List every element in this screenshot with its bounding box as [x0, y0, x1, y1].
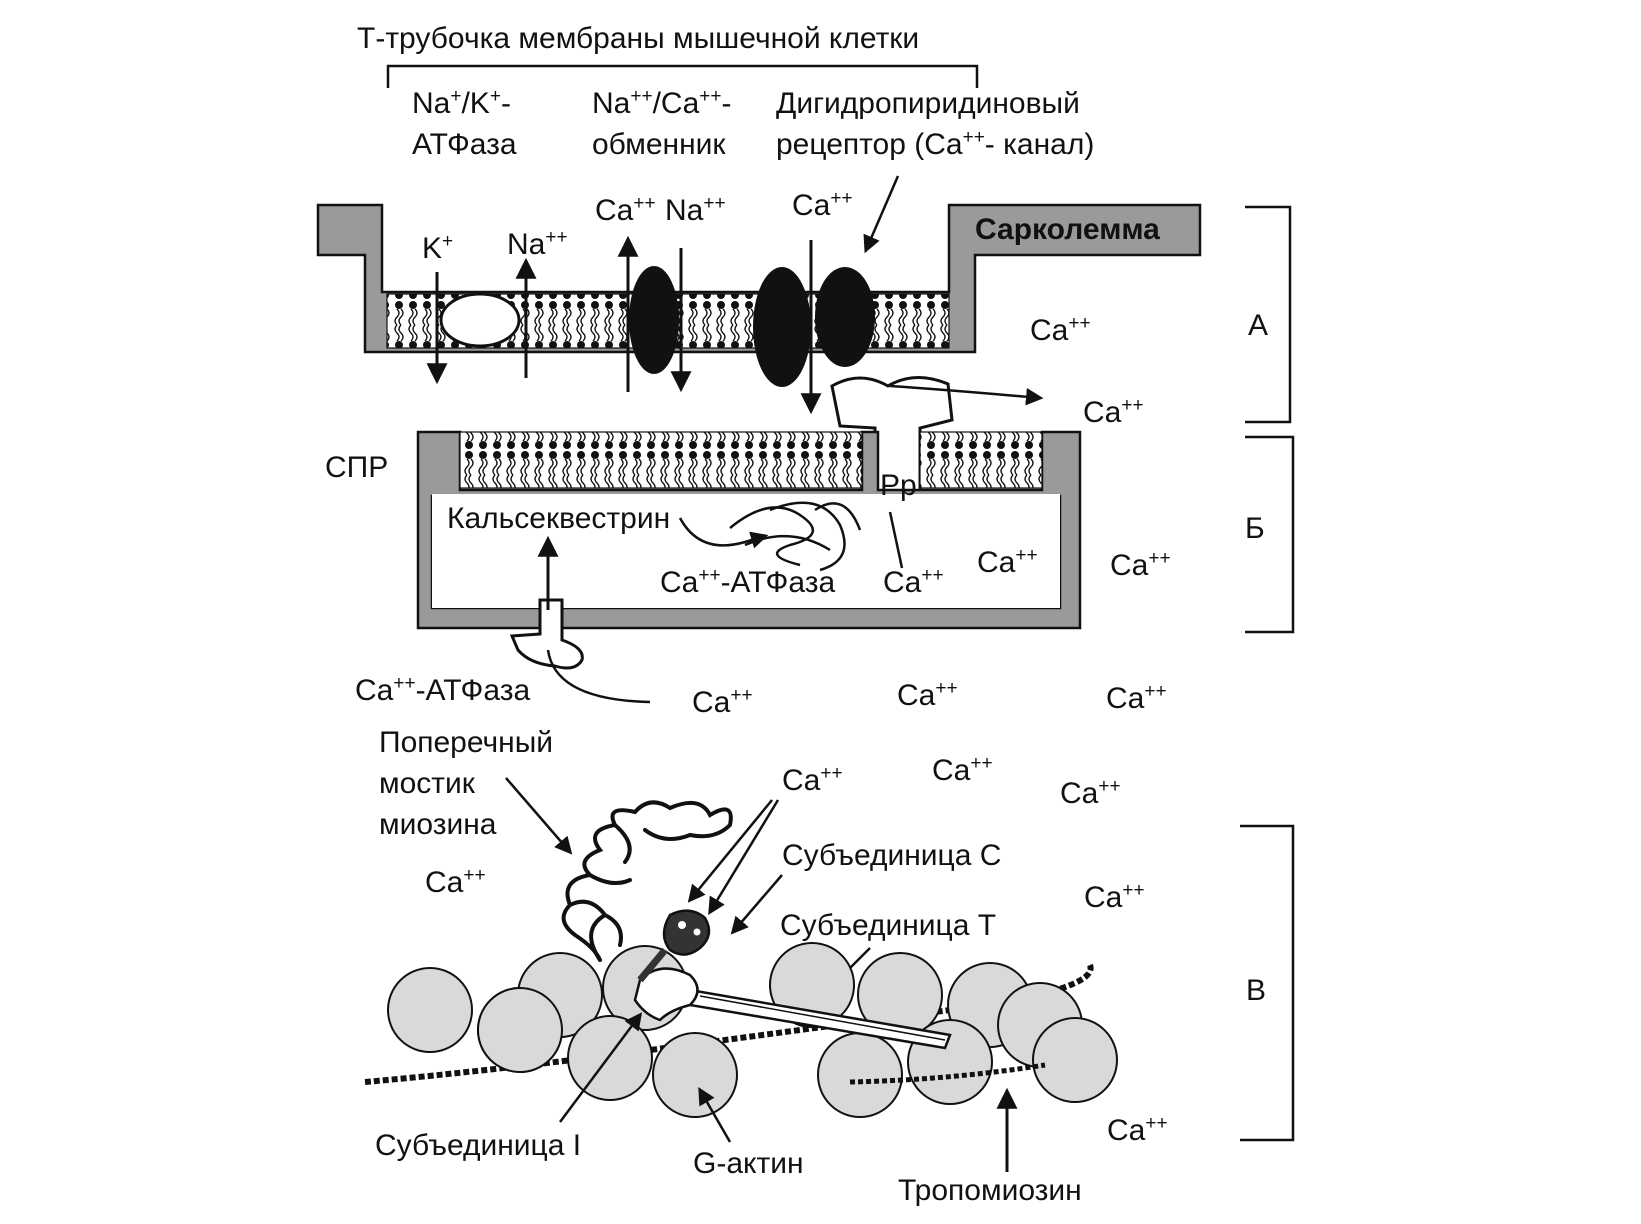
- sr-bilayer-left: [459, 431, 863, 489]
- rr-label: Pp: [880, 469, 917, 502]
- g-actin-bead: [387, 967, 473, 1053]
- rr-pointer-line: [888, 511, 904, 569]
- dhp-receptor-arrow: [863, 175, 900, 254]
- tropomyosin-strand-front: [849, 1062, 1046, 1085]
- subunit-i-arrow: [558, 1012, 643, 1123]
- diagram-title: Т-трубочка мембраны мышечной клетки: [357, 22, 919, 55]
- subunit-i-label: Субъединица I: [375, 1129, 581, 1162]
- spr-label: СПР: [325, 451, 388, 484]
- serca-outer-pump: [509, 598, 584, 670]
- ca-ion-label-c1: Ca++: [692, 685, 753, 719]
- g-actin-bead: [567, 1015, 653, 1101]
- ca-binding-arrow-2: [708, 799, 780, 915]
- ca-ion-label-c9: Ca++: [1107, 1113, 1168, 1147]
- rr-release-arrow: [889, 384, 1044, 406]
- ca-ion-label-b1: Ca++: [883, 565, 944, 599]
- ca-ion-label-c3: Ca++: [1106, 681, 1167, 715]
- dhp-receptor-label: Дигидропиридиновый рецептор (Ca++- канал…: [776, 87, 1094, 161]
- cross-bridge-arrow: [505, 777, 573, 855]
- ca-ion-label-c8: Ca++: [1084, 880, 1145, 914]
- ca-ion-label-c4: Ca++: [782, 763, 843, 797]
- subunit-c-label: Субъединица С: [782, 839, 1001, 872]
- section-c-bracket: В: [1240, 824, 1295, 1142]
- ca-ion-label-b3: Ca++: [1110, 548, 1171, 582]
- myosin-cross-bridge: [561, 800, 733, 962]
- t-tubule-bracket: [386, 64, 979, 88]
- ca-ion-label-c5: Ca++: [932, 753, 993, 787]
- troponin-c: [637, 909, 711, 983]
- na-ca-exchanger-protein: [629, 266, 679, 374]
- g-actin-bead: [769, 942, 855, 1028]
- calsequestrin-label: Кальсеквестрин: [447, 502, 670, 535]
- g-actin-arrow: [698, 1086, 732, 1143]
- ca-ion-label-c7: Ca++: [425, 865, 486, 899]
- cross-bridge-label: Поперечный мостик миозина: [379, 726, 561, 841]
- troponin-i: [633, 967, 699, 1022]
- section-a-label: А: [1248, 309, 1268, 342]
- g-actin-bead: [652, 1032, 738, 1118]
- subunit-c-arrow: [730, 874, 783, 935]
- section-c-label: В: [1246, 974, 1266, 1007]
- serca-outer-label: Ca++-АТФаза: [355, 673, 530, 707]
- section-a-bracket: А: [1245, 205, 1292, 424]
- g-actin-bead: [477, 987, 563, 1073]
- g-actin-bead: [817, 1032, 903, 1118]
- na-ion-label-2: Na++: [665, 193, 726, 227]
- tropomyosin-strand-back: [364, 963, 1094, 1085]
- ca-ion-label-b2: Ca++: [977, 545, 1038, 579]
- ca-ion-label-a2: Ca++: [1083, 395, 1144, 429]
- calsequestrin-squiggles: [729, 501, 862, 572]
- na-ion-label-1: Na++: [507, 227, 568, 261]
- ca-ion-label-exchanger: Ca++: [595, 193, 656, 227]
- dhp-receptor-lobe-right: [815, 267, 875, 367]
- ca-ion-label-c2: Ca++: [897, 678, 958, 712]
- na-k-atpase-label: Na+/K+- АТФаза: [412, 86, 519, 161]
- dhp-receptor-lobe-left: [753, 267, 811, 387]
- troponin-t-rod-stripe: [699, 995, 946, 1041]
- sr-bilayer-right: [919, 431, 1043, 489]
- k-ion-label: K+: [422, 231, 453, 265]
- ca-ion-label-dhp: Ca++: [792, 188, 853, 222]
- section-b-bracket: Б: [1245, 435, 1295, 634]
- ca-ion-label-c6: Ca++: [1060, 776, 1121, 810]
- actin-filament-bottom-row: [477, 987, 1118, 1118]
- subunit-t-label: Субъединица Т: [780, 909, 996, 942]
- tropomyosin-label: Тропомиозин: [898, 1174, 1082, 1207]
- ca-ion-label-a1: Ca++: [1030, 313, 1091, 347]
- sr-lumen: [432, 494, 1060, 608]
- sarcolemma-label: Сарколемма: [975, 213, 1160, 246]
- ca-binding-arrow-1: [687, 799, 773, 903]
- na-ca-exchanger-label: Na++/Ca++- обменник: [592, 86, 740, 161]
- serca-outer-uptake-line: [546, 649, 651, 704]
- g-actin-bead: [1032, 1017, 1118, 1103]
- section-b-label: Б: [1245, 512, 1265, 545]
- g-actin-label: G-актин: [693, 1147, 804, 1180]
- na-k-atpase-pump: [439, 292, 521, 348]
- serca-inner-label: Ca++-АТФаза: [660, 565, 835, 599]
- serca-inner-arrow: [678, 517, 769, 549]
